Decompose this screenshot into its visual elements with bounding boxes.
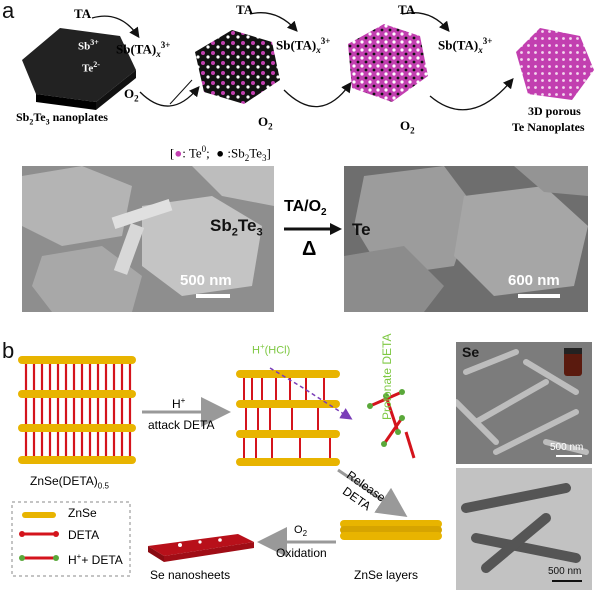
sem-se-label: Se (462, 344, 480, 360)
end-label-line2: Te Nanoplates (512, 120, 585, 134)
sb-complex-label-3: Sb(TA)x3+ (438, 36, 493, 55)
sem-te-image (344, 166, 588, 312)
znse-layers (340, 520, 442, 540)
o2-label-1: O2 (124, 86, 139, 104)
arrow-top-label: TA/O2 (284, 198, 327, 219)
sem-sb2te3-image (22, 166, 274, 312)
panel-b-letter: b (2, 338, 15, 363)
sem-se-image (456, 342, 592, 464)
legend-a: [●: Te0; ● :Sb2Te3] (170, 144, 271, 163)
sem-right-compound: Te (352, 220, 371, 239)
tem-se-image (456, 468, 592, 590)
o2-label-2: O2 (258, 114, 273, 132)
hplus-label: H+ (172, 396, 186, 411)
ta-label-1: TA (74, 6, 92, 21)
tem-se-scale-text: 500 nm (548, 566, 582, 577)
sem-left-scale-text: 500 nm (180, 272, 232, 289)
sem-se-scale-bar (556, 455, 582, 457)
arrow-bottom-label: Δ (302, 238, 317, 260)
end-label-line1: 3D porous (528, 104, 581, 118)
protonate-label: Protonate DETA (380, 333, 394, 420)
protonated-stack (236, 370, 340, 466)
sb-complex-label-2: Sb(TA)x3+ (276, 36, 331, 55)
hcl-label: H+(HCl) (252, 342, 291, 357)
panel-a-letter: a (2, 0, 15, 23)
released-deta (369, 390, 416, 459)
partially-etched-plate-1 (195, 30, 280, 104)
ta-label-2: TA (236, 2, 254, 17)
reaction-arrow (284, 223, 342, 235)
sem-right-scale-text: 600 nm (508, 272, 560, 289)
ta-label-3: TA (398, 2, 416, 17)
se-nanosheet (148, 534, 254, 562)
sem-left-scale-bar (196, 294, 230, 298)
panel-b-scheme (11, 356, 442, 577)
sem-right-scale-bar (518, 294, 560, 298)
o2-label-3: O2 (400, 118, 415, 136)
o2-label-b: O2 (294, 524, 308, 539)
sem-left-compound: Sb2Te3 (210, 216, 263, 239)
legend-hplus-deta: H++ DETA (68, 552, 123, 567)
panel-a-scheme (22, 12, 594, 111)
sb2te3-nanoplate (22, 28, 136, 110)
sem-se-scale-text: 500 nm (550, 442, 584, 453)
oxidation-label: Oxidation (276, 546, 327, 560)
legend-znse: ZnSe (68, 506, 97, 520)
partially-etched-plate-2 (348, 24, 428, 102)
porous-te-plate (516, 28, 594, 100)
znse-layers-label: ZnSe layers (354, 568, 419, 582)
tem-se-scale-bar (552, 580, 582, 582)
legend-deta: DETA (68, 528, 100, 542)
se-nanosheets-label: Se nanosheets (150, 568, 231, 582)
sb-ion-label: Sb3+ (78, 38, 99, 53)
attack-label: attack DETA (148, 418, 215, 432)
start-label: Sb2Te3 nanoplates (16, 110, 108, 127)
znse-deta-label: ZnSe(DETA)0.5 (30, 474, 109, 491)
te-ion-label: Te2- (82, 60, 100, 75)
sb-complex-label-1: Sb(TA)x3+ (116, 40, 171, 59)
znse-deta-stack (18, 356, 136, 464)
